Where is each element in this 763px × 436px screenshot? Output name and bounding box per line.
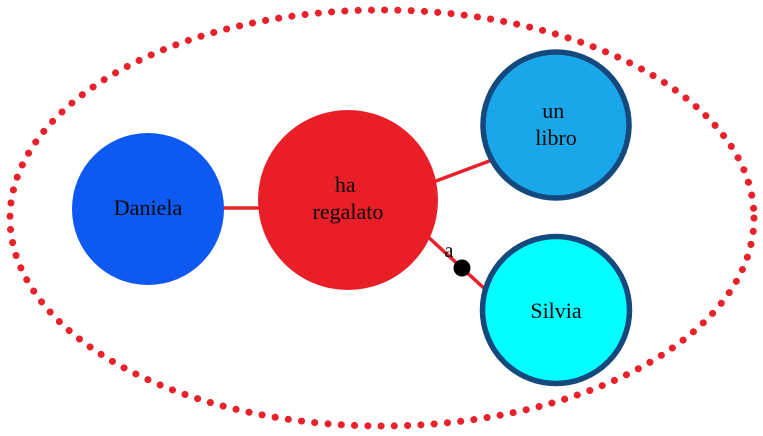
edge-preposition-label: a bbox=[445, 240, 454, 262]
node-silvia-circle[interactable] bbox=[479, 233, 633, 387]
edge-junction-dot[interactable] bbox=[453, 259, 471, 277]
node-verb-label-line1: ha bbox=[335, 172, 356, 197]
node-verb-label: ha regalato bbox=[313, 172, 384, 224]
node-daniela-circle[interactable] bbox=[72, 133, 224, 285]
node-libro-label: un libro bbox=[535, 98, 577, 150]
boundary-dotted-ellipse bbox=[6, 6, 758, 430]
node-silvia-label: Silvia bbox=[530, 298, 582, 323]
node-libro-label-line2: libro bbox=[535, 125, 577, 150]
node-verb-circle[interactable] bbox=[258, 110, 438, 290]
node-libro-label-line1: un bbox=[542, 98, 564, 123]
node-daniela-label: Daniela bbox=[114, 195, 183, 220]
node-libro-circle[interactable] bbox=[480, 49, 632, 201]
node-verb-label-line2: regalato bbox=[313, 199, 384, 224]
